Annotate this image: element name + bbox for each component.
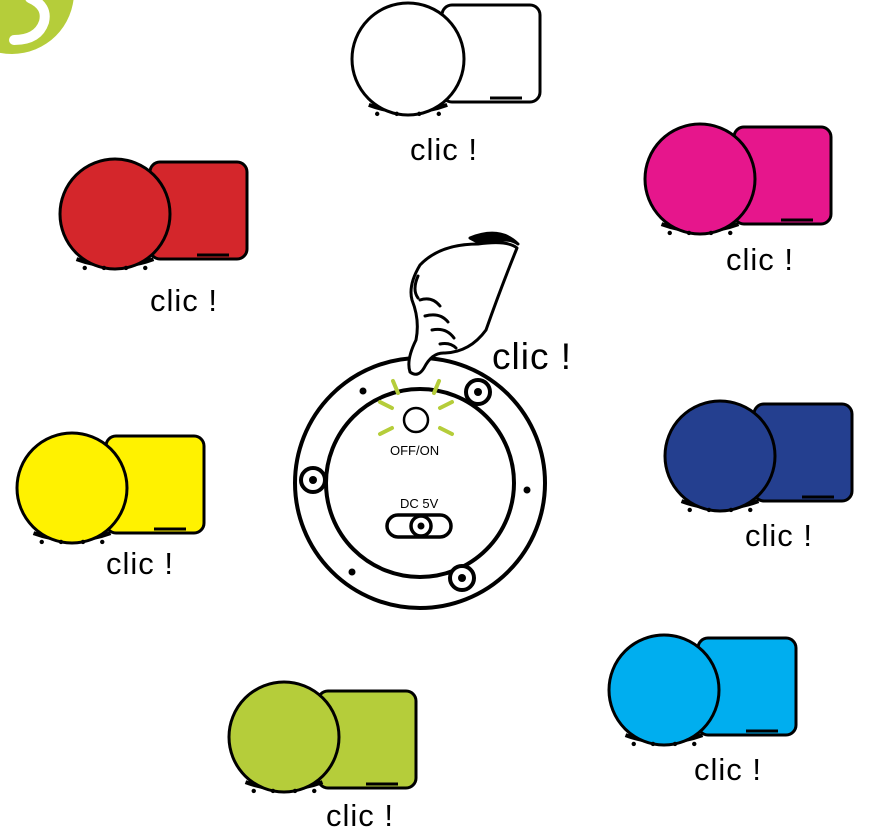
lamp-foot [80, 539, 86, 545]
lamp-foot [687, 507, 692, 513]
lamps-layer [15, 1, 854, 794]
lamp-foot [706, 507, 712, 513]
power-glow-icon [378, 379, 454, 436]
lamp-sphere [607, 633, 721, 747]
lamp-foot [436, 111, 441, 117]
lamp-foot [650, 741, 656, 747]
lamp-label-red: clic ! [150, 283, 218, 318]
lamp-label-green: clic ! [326, 798, 394, 833]
screw-icon [299, 466, 327, 494]
lamp-icon-white [350, 1, 542, 117]
lamp-icon-green [227, 680, 418, 794]
lamp-label-magenta: clic ! [726, 242, 794, 277]
lamp-label-white: clic ! [410, 132, 478, 167]
lamp-foot [251, 788, 256, 794]
lamp-foot [748, 507, 753, 513]
foot-dot [523, 486, 531, 494]
step-badge-glyph [9, 0, 50, 45]
lamp-sphere [643, 122, 757, 236]
lamp-icon-navy [663, 399, 854, 513]
lamp-label-cyan: clic ! [694, 752, 762, 787]
lamp-sphere [663, 399, 777, 513]
lamp-foot [672, 741, 678, 747]
lamp-icon-magenta [643, 122, 833, 236]
lamp-label-navy: clic ! [745, 518, 813, 553]
lamp-sphere [15, 431, 129, 545]
lamp-foot [375, 111, 380, 117]
screw-icon [448, 564, 476, 592]
lamp-foot [631, 741, 636, 747]
screw-icon [464, 378, 492, 406]
lamp-foot [417, 111, 422, 117]
lamp-sphere [58, 157, 172, 271]
lamp-foot [101, 265, 107, 271]
lamp-foot [667, 230, 672, 236]
lamp-foot [100, 539, 105, 545]
lamp-foot [394, 111, 399, 117]
lamp-icon-yellow [15, 431, 206, 545]
off-on-label: OFF/ON [390, 443, 439, 458]
dc-label: DC 5V [400, 496, 439, 511]
lamp-icon-red [58, 157, 249, 271]
lamp-sphere [350, 1, 466, 117]
foot-dot [359, 387, 367, 395]
lamp-sphere [227, 680, 341, 794]
foot-dot [348, 568, 356, 576]
lamp-foot [708, 230, 714, 236]
lamp-foot [39, 539, 44, 545]
power-button[interactable] [402, 406, 430, 434]
lamp-foot [58, 539, 64, 545]
lamp-foot [82, 265, 87, 271]
lamp-icon-cyan [607, 633, 798, 747]
lamp-foot [123, 265, 129, 271]
lamp-foot [686, 230, 692, 236]
device-base: OFF/ON DC 5V [293, 356, 547, 610]
hand-pointing-icon [407, 231, 520, 376]
lamp-foot [270, 788, 276, 794]
lamp-foot [728, 507, 734, 513]
center-press-label: clic ! [492, 336, 572, 377]
lamp-foot [143, 265, 148, 271]
lamp-label-yellow: clic ! [106, 546, 174, 581]
lamp-foot [312, 788, 317, 794]
dc-port-icon [385, 513, 453, 539]
lamp-foot [292, 788, 298, 794]
lamp-foot [692, 741, 697, 747]
lamp-foot [728, 230, 733, 236]
